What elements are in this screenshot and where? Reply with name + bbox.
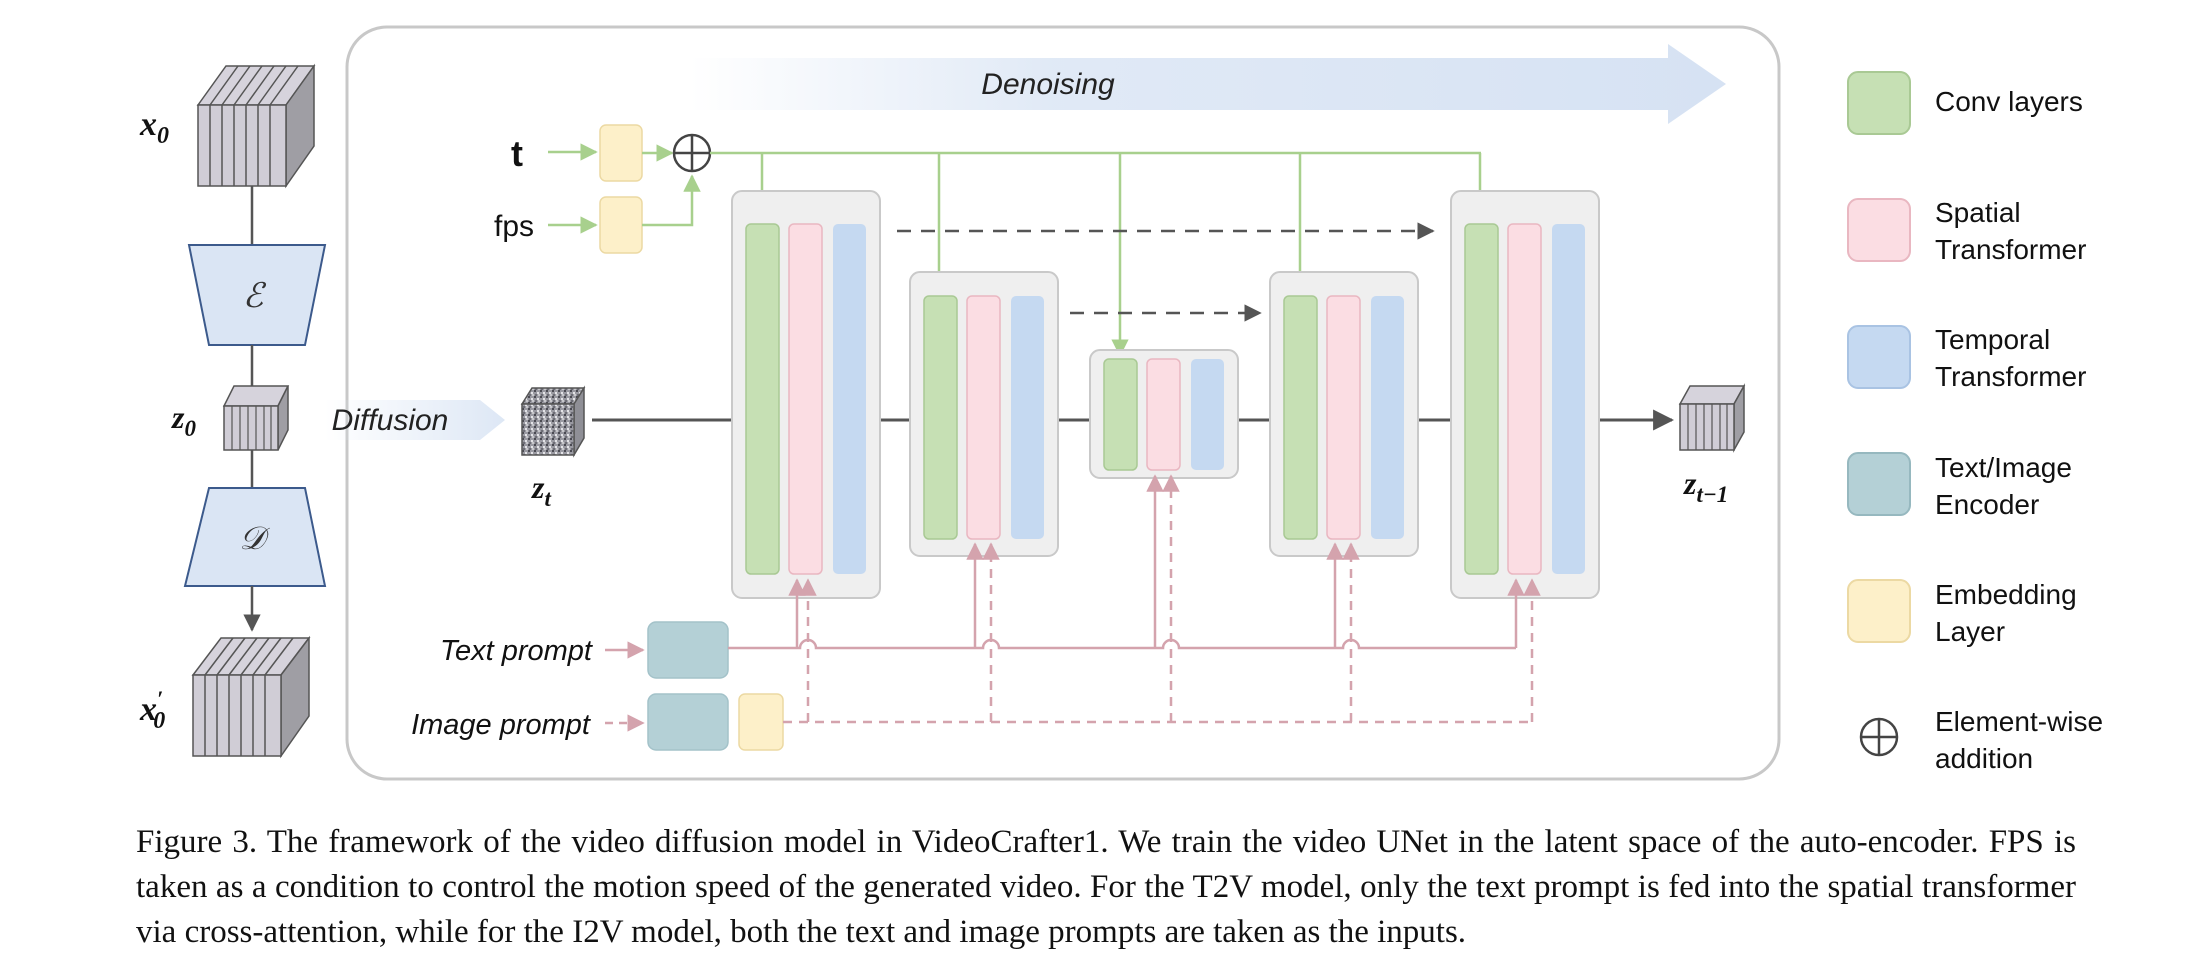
svg-text:addition: addition [1935,743,2033,774]
image-embedding-layer [738,693,784,751]
zt-minus-1-latent-cube [1678,383,1746,453]
svg-text:Layer: Layer [1935,616,2005,647]
element-wise-addition-node [672,133,712,173]
denoising-arrow [690,44,1726,124]
unet-block-down-1 [731,190,881,599]
legend-element-wise-addition: Element-wise addition [1859,706,2103,774]
svg-text:Element-wise: Element-wise [1935,706,2103,737]
zt-minus-1-label: zt−1 [1683,465,1728,507]
addition-icon [1859,717,1899,757]
fps-embedding-layer [599,196,643,254]
t-input-label: t [511,133,523,174]
unet-block-up-1 [1269,271,1419,557]
denoising-label: Denoising [981,68,1115,101]
svg-text:Temporal: Temporal [1935,324,2050,355]
decoder-block [183,487,327,587]
text-prompt-label: Text prompt [440,635,594,667]
autoencoder-column: x0 ℰ z0 𝒟 [139,63,327,759]
svg-text:Transformer: Transformer [1935,234,2086,265]
zt-noisy-latent-cube [520,385,586,458]
z0-latent-cube [222,385,290,451]
image-prompt-label: Image prompt [411,709,592,741]
svg-text:Embedding: Embedding [1935,579,2077,610]
legend: Conv layers Spatial Transformer Temporal… [1847,71,2103,774]
z0-label: z0 [171,399,196,441]
legend-text-image-encoder: Text/Image Encoder [1847,452,2072,520]
legend-spatial-transformer: Spatial Transformer [1847,197,2086,265]
svg-text:Transformer: Transformer [1935,361,2086,392]
figure-caption: Figure 3. The framework of the video dif… [136,824,2076,950]
x0-video-cube [196,63,316,189]
zt-label: zt [531,469,551,511]
unet-block-up-2 [1450,190,1600,599]
legend-embedding-layer: Embedding Layer [1847,579,2077,647]
diffusion-label: Diffusion [332,404,449,437]
legend-temporal-transformer: Temporal Transformer [1847,324,2086,392]
t-embedding-layer [599,124,643,182]
unet-block-middle [1089,349,1239,479]
svg-text:Spatial: Spatial [1935,197,2021,228]
fps-input-label: fps [494,210,534,243]
svg-text:Conv layers: Conv layers [1935,86,2083,117]
diffusion-arrow [325,400,505,440]
x0-prime-label: x′0 [139,686,165,734]
encoder-symbol: ℰ [243,278,267,315]
svg-text:Encoder: Encoder [1935,489,2039,520]
unet-block-down-2 [909,271,1059,557]
encoder-block [187,244,327,346]
svg-text:Text/Image: Text/Image [1935,452,2072,483]
text-encoder [647,621,729,679]
x0-label: x0 [139,106,169,149]
x0-prime-video-cube [191,635,311,759]
image-encoder [647,693,729,751]
framework-diagram: x0 ℰ z0 𝒟 [139,25,2103,781]
legend-conv-layers: Conv layers [1847,71,2083,135]
